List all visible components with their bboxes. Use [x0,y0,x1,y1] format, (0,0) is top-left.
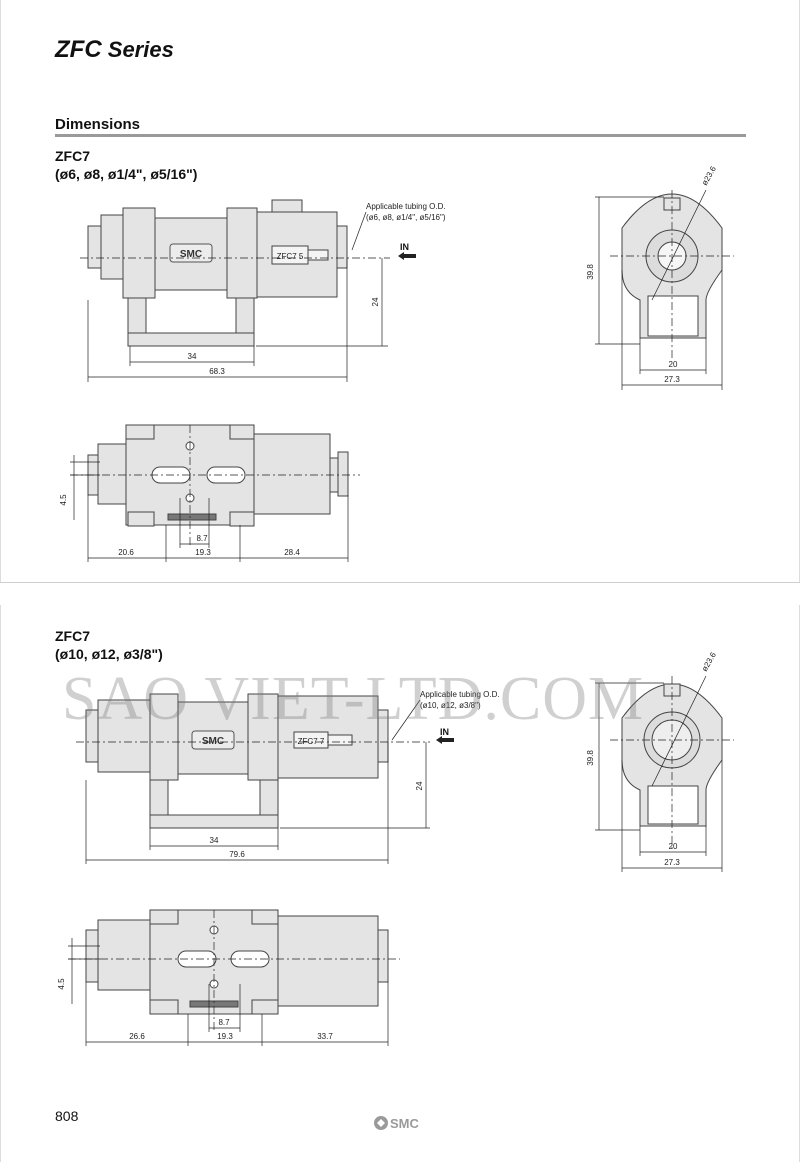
v1b-corner-tl [125,424,155,440]
variant-1-heading: ZFC7 (ø6, ø8, ø1/4", ø5/16") [55,147,197,183]
v1b-corner-bl [127,511,155,527]
v2-end-bracket-window [647,785,699,825]
v1b-nameplate [167,513,217,521]
v2-stem [327,734,353,746]
v2-bracket-base [149,814,279,829]
v2-end-width-inner: 20 [669,842,678,851]
series-prefix: ZFC [55,36,102,63]
v1-right-block [226,207,258,299]
variant-2-model: ZFC7 [55,628,90,644]
v2b-corner-tl [149,909,179,925]
v1-right-fitting-cap [336,225,348,269]
variant-1-end-view: 39.8 ø23.6 20 27.3 [586,164,734,390]
v2-in-arrow [436,736,454,744]
variant-1-bottom-view: 4.5 8.7 20.6 19.3 28.4 [59,424,360,562]
page-border-left-lower [0,605,1,1162]
series-suffix: Series [101,37,174,62]
v2b-filter-case [277,915,379,1007]
v2b-left-cap [85,929,99,983]
v1b-right-cap [337,451,349,497]
v2b-left: 26.6 [129,1032,145,1041]
variant-1-sizes: (ø6, ø8, ø1/4", ø5/16") [55,166,198,182]
v2-logo: SMC [191,730,235,750]
v2-end-width-outer: 27.3 [664,858,680,867]
v1-leader-tubing [351,211,367,251]
v2-logo-text: SMC [202,736,224,747]
v2b-corner-tr [251,909,279,925]
v2b-corner-br [251,999,279,1015]
v1b-corner-br [229,511,255,527]
variant-1-model: ZFC7 [55,148,90,164]
v2b-left-fitting [97,919,151,991]
v2-tubing-label: Applicable tubing O.D. [420,690,500,699]
v2-tubing-sizes: (ø10, ø12, ø3/8") [420,701,481,710]
v1-end-dia-leader [651,189,707,301]
v2-end-height: 39.8 [586,750,595,766]
v2-in-label: IN [440,727,449,737]
v1-dim-total: 68.3 [209,367,225,376]
section-rule [55,134,746,137]
smc-logo-icon: SMC [374,1116,420,1131]
v1-end-height: 39.8 [586,264,595,280]
v1-logo-text: SMC [180,249,202,260]
watermark: SAO VIET-LTD.COM [62,665,645,733]
page-border-left [0,0,1,582]
v1b-corner-tr [229,424,255,440]
v1b-slot: 8.7 [196,534,208,543]
v1-dim-height: 24 [371,297,380,306]
v1-logo: SMC [169,243,213,263]
v1b-left-fitting [97,443,127,505]
v2-leader-tubing [391,699,421,741]
v1-dim-width: 34 [188,352,197,361]
v1b-offset: 4.5 [59,494,68,506]
v1-end-width-outer: 27.3 [664,375,680,384]
v2b-right-cap [377,929,389,983]
v1-end-bracket-window [647,295,699,337]
v1b-mid: 19.3 [195,548,211,557]
variant-2-sizes: (ø10, ø12, ø3/8") [55,646,163,662]
v1-bracket-base [127,332,255,347]
v2b-corner-bl [149,999,179,1015]
v1-tubing-label: Applicable tubing O.D. [366,202,446,211]
v2-dim-total: 79.6 [229,850,245,859]
v2-left-block [149,693,179,781]
v2-end-dia-leader [651,675,707,787]
v1-in-arrow [398,252,416,260]
section-separator [0,582,800,583]
v1-in-label: IN [400,242,409,252]
v2-left-fitting [97,699,151,773]
v1-body-marking: ZFC7 5 [277,252,304,261]
v2-right-fitting-cap [377,709,389,763]
v2-dim-height: 24 [415,781,424,790]
v1b-filter-case [253,433,331,515]
series-title: ZFC Series [55,36,174,64]
variant-2-heading: ZFC7 (ø10, ø12, ø3/8") [55,627,163,663]
v2b-mid: 19.3 [217,1032,233,1041]
page-number: 808 [55,1108,79,1124]
section-title: Dimensions [55,116,141,133]
v2b-offset: 4.5 [57,978,66,990]
v1-tubing-sizes: (ø6, ø8, ø1/4", ø5/16") [366,213,446,222]
v1b-left: 20.6 [118,548,134,557]
v2b-right: 33.7 [317,1032,333,1041]
v1-stem [307,249,329,261]
v1b-right: 28.4 [284,548,300,557]
v2b-slot: 8.7 [218,1018,230,1027]
footer-logo: SMC [372,1113,432,1138]
v1-end-width-inner: 20 [669,360,678,369]
footer-logo-text: SMC [390,1116,420,1131]
v2-right-block [247,693,279,781]
v1-top-tab [271,199,303,213]
v2-dim-width: 34 [210,836,219,845]
variant-1-side-view: SMC ZFC7 5 IN Applicable tubing O.D. (ø6… [80,199,446,382]
v2-body-marking: ZFC7 7 [298,737,325,746]
